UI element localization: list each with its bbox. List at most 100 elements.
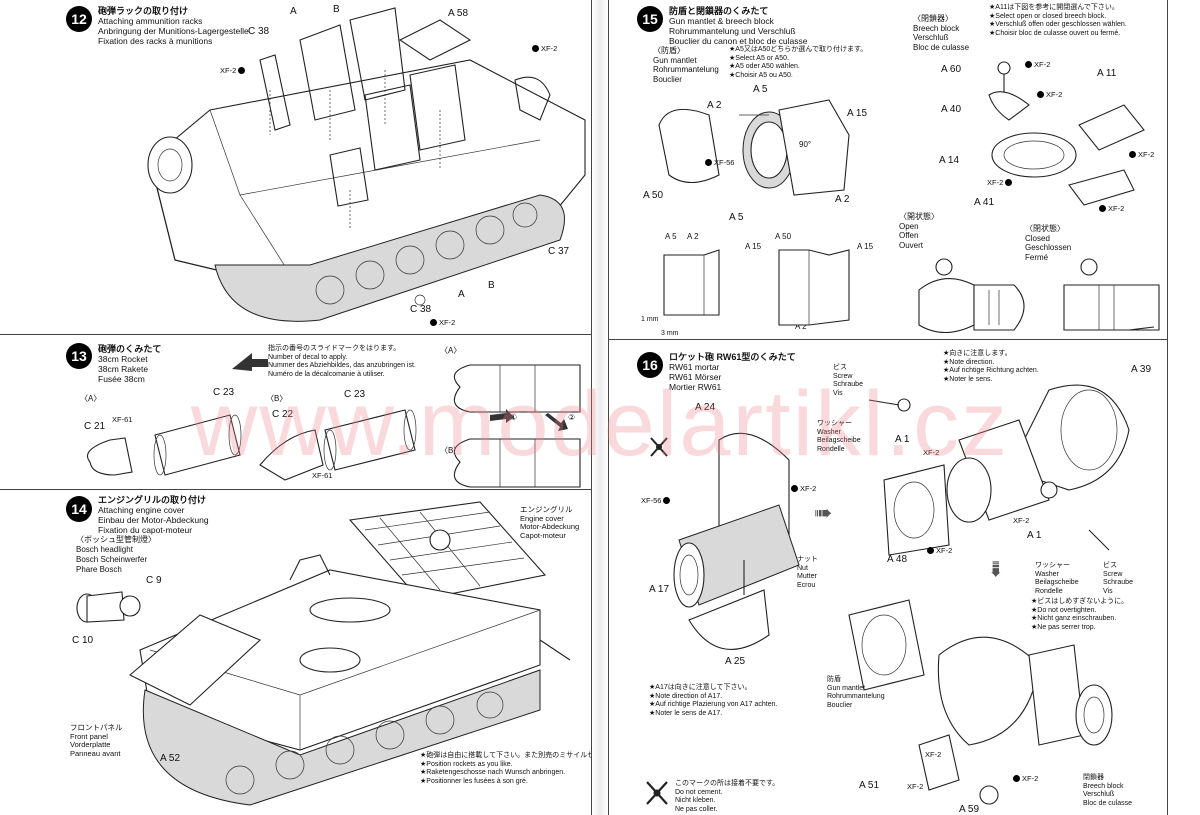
breech-drawing: [988, 61, 1145, 206]
part-label: C 22: [272, 409, 294, 420]
paint-code: XF-2: [1013, 516, 1030, 525]
title-jp: ロケット砲 RW61型のくみたて: [669, 352, 796, 362]
title-de: Rohrummantelung und Verschluß: [669, 26, 796, 36]
paint-code: XF-2: [987, 178, 1004, 187]
title-de: RW61 Mörser: [669, 372, 722, 382]
rocket-b-drawing: [259, 409, 417, 481]
part-label: A 15: [745, 242, 762, 251]
a17-de: ★Auf richtige Plazierung von A17 achten.: [649, 701, 778, 708]
tighten-jp: ★ビスはしめすぎないように。: [1031, 598, 1129, 605]
paint-callout: XF-2: [987, 178, 1013, 187]
paint-dot-icon: [1037, 91, 1044, 98]
title-en: RW61 mortar: [669, 362, 720, 372]
paint-code: XF-2: [541, 44, 558, 53]
screw2-en: Screw: [1103, 570, 1123, 578]
title-de: Anbringung der Munitions-Lagergestelle: [98, 26, 249, 36]
washer-de: Beilagscheibe: [817, 437, 861, 444]
title-fr: Fixation des racks à munitions: [98, 36, 213, 46]
step-number-badge: 16: [637, 352, 663, 378]
mantlet-drawing: [658, 99, 850, 196]
washer-label-2: ワッシャー Washer Beilagscheibe Rondelle: [1035, 562, 1079, 596]
paint-code: XF-2: [923, 448, 940, 457]
no-glue-icon: [646, 781, 668, 805]
paint-dot-icon: [663, 497, 671, 504]
step-title: エンジングリルの取り付け Attaching engine cover Einb…: [98, 495, 209, 535]
mantlet-jp: 〈防盾〉: [653, 46, 685, 55]
mantlet2-de: Rohrummantelung: [827, 693, 885, 700]
closed-fr: Fermé: [1025, 252, 1049, 262]
washer-label: ワッシャー Washer Beilagscheibe Rondelle: [817, 420, 861, 454]
step-title: 砲弾のくみたて 38cm Rocket 38cm Rakete Fusée 38…: [98, 344, 161, 384]
step-title: 防盾と閉鎖器のくみたて Gun mantlet & breech block R…: [669, 6, 807, 46]
screw2-jp: ビス: [1103, 562, 1117, 569]
paint-callout: XF-61: [112, 415, 132, 424]
a11-jp: ★A11は下図を参考に開閉選んで下さい。: [989, 4, 1119, 11]
breech-state-views: [918, 258, 1160, 334]
engine-jp: エンジングリル: [520, 505, 573, 514]
paint-callout: XF-61: [312, 471, 332, 480]
part-label: A 1: [895, 434, 910, 445]
part-label: A: [458, 289, 465, 300]
paint-callout: XF-2: [927, 546, 952, 555]
a17-fr: ★Noter le sens de A17.: [649, 709, 723, 717]
washer-en: Washer: [817, 428, 841, 436]
no-glue-en: Do not cement.: [675, 788, 723, 796]
title-en: 38cm Rocket: [98, 354, 148, 364]
rocket-a-drawing: [86, 414, 242, 476]
rocket-position-note: ★砲弾は自由に搭載して下さい。また別売のミサイルセット（35178） ★Posi…: [420, 752, 591, 786]
variant-label: 〈B〉: [440, 446, 462, 455]
paint-dot-icon: [1005, 179, 1013, 186]
step-12-panel: 12 砲弾ラックの取り付け Attaching ammunition racks…: [0, 0, 592, 335]
note-de: Nummer des Abziehbildes, das anzubringen…: [268, 362, 416, 369]
part-label: A 14: [939, 155, 960, 166]
closed-jp: 〈閉状態〉: [1025, 224, 1065, 233]
step-14-panel: 14 エンジングリルの取り付け Attaching engine cover E…: [0, 490, 592, 815]
part-label: A 25: [725, 656, 746, 667]
mantlet-side-views: [663, 249, 850, 326]
washer2-fr: Rondelle: [1035, 587, 1063, 595]
step-number-badge: 15: [637, 6, 663, 32]
rocket-note-en: ★Position rockets as you like.: [420, 760, 513, 768]
part-label: A: [290, 6, 297, 17]
mantlet-de: Rohrummantelung: [653, 65, 719, 74]
title-en: Attaching engine cover: [98, 505, 185, 515]
rocket-note-de: ★Raketengeschosse nach Wunsch anbringen.: [420, 769, 566, 776]
paint-code: XF-2: [1138, 150, 1155, 159]
mortar-tube-drawing: [673, 432, 800, 650]
no-glue-fr: Ne pas coller.: [675, 805, 718, 813]
open-state-label: 〈開状態〉 Open Offen Ouvert: [899, 212, 939, 250]
a17-jp: ★A17は向きに注意して下さい。: [649, 684, 752, 691]
step-number-badge: 12: [66, 6, 92, 32]
paint-callout: XF-2: [1129, 150, 1154, 159]
paint-dot-icon: [1099, 205, 1106, 212]
part-label: A 48: [887, 554, 908, 565]
paint-callout: XF-2: [925, 750, 941, 759]
mantlet2-fr: Bouclier: [827, 701, 853, 709]
note-jp: 指示の番号のスライドマークをはります。: [268, 345, 401, 352]
part-label: A 15: [857, 242, 874, 251]
part-label: C 23: [213, 387, 235, 398]
screw2-fr: Vis: [1103, 587, 1113, 595]
part-label: A 5: [753, 84, 768, 95]
title-fr: Mortier RW61: [669, 382, 722, 392]
nut-fr: Ecrou: [797, 581, 816, 589]
breech2-fr: Bloc de culasse: [1083, 799, 1133, 807]
headlight-drawing: [76, 591, 141, 623]
headlight-label: 〈ボッシュ型管制燈〉 Bosch headlight Bosch Scheinw…: [76, 535, 156, 575]
no-glue-jp: このマークの所は接着不要です。: [675, 780, 780, 787]
part-label: A 2: [795, 322, 807, 331]
part-label: B: [333, 4, 340, 15]
mantlet2-jp: 防盾: [827, 676, 841, 683]
paint-callout: XF-56: [705, 158, 734, 167]
washer2-jp: ワッシャー: [1035, 562, 1070, 569]
engine-en: Engine cover: [520, 513, 564, 523]
dimension-label: 3 mm: [661, 330, 679, 337]
paint-code: XF-2: [1046, 90, 1063, 99]
title-jp: 砲弾のくみたて: [98, 344, 162, 354]
part-label: A 2: [835, 194, 850, 205]
dimension-label: 1 mm: [641, 316, 659, 323]
part-label: A 52: [160, 753, 181, 764]
washer2-en: Washer: [1035, 570, 1059, 578]
paint-dot-icon: [1129, 151, 1136, 158]
title-de: 38cm Rakete: [98, 364, 149, 374]
